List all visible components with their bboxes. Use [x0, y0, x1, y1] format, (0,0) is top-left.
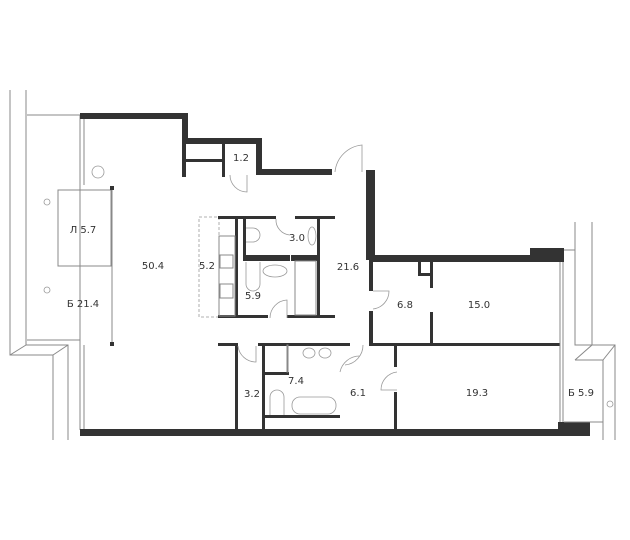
room-label-loggia: Л 5.7	[70, 225, 97, 236]
room-label-corridor-2: 6.1	[350, 388, 366, 399]
room-label-hall: 21.6	[337, 262, 359, 273]
room-label-bedroom-1: 15.0	[468, 300, 490, 311]
room-label-living: 50.4	[142, 261, 164, 272]
exterior-walls	[80, 113, 590, 436]
room-label-bathroom-1: 5.9	[245, 291, 261, 302]
entrance-door	[334, 144, 363, 173]
room-label-corridor: 6.8	[397, 300, 413, 311]
room-label-kitchen: 5.2	[199, 261, 215, 272]
bedroom-walls	[369, 258, 560, 432]
closet-walls	[182, 143, 248, 193]
room-label-closet: 1.2	[233, 153, 249, 164]
room-label-wc: 3.0	[289, 233, 305, 244]
room-label-bathroom-2: 7.4	[288, 376, 304, 387]
room-label-bedroom-2: 19.3	[466, 388, 488, 399]
room-label-balcony-left: Б 21.4	[67, 299, 99, 310]
loggia-outline	[57, 189, 112, 267]
room-label-wardrobe: 3.2	[244, 389, 260, 400]
room-label-balcony-right: Б 5.9	[568, 388, 594, 399]
core-walls	[198, 216, 335, 319]
left-facade	[79, 118, 114, 430]
lower-bath-walls	[218, 343, 364, 430]
left-balcony-outline	[9, 90, 81, 440]
right-balcony-outline	[559, 222, 616, 440]
